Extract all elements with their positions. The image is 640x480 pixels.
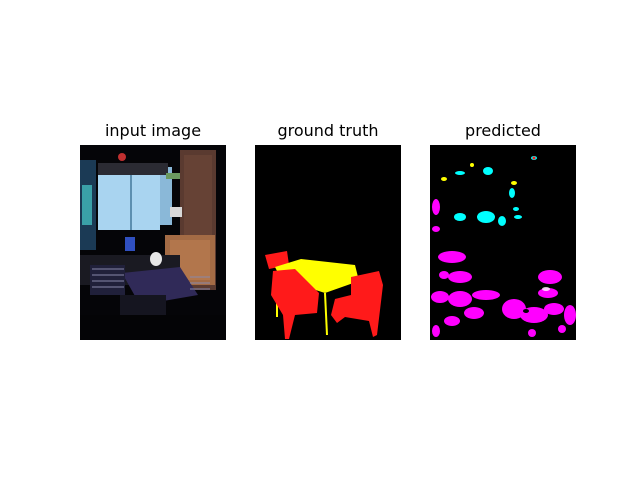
predicted-mask — [430, 145, 576, 340]
input-image-panel — [80, 145, 226, 340]
ground-truth-mask — [255, 145, 401, 340]
ground-truth-panel — [255, 145, 401, 340]
predicted-panel — [430, 145, 576, 340]
input-image — [80, 145, 226, 340]
title-predicted: predicted — [465, 121, 541, 140]
title-ground-truth: ground truth — [277, 121, 379, 140]
title-input-image: input image — [104, 121, 202, 140]
